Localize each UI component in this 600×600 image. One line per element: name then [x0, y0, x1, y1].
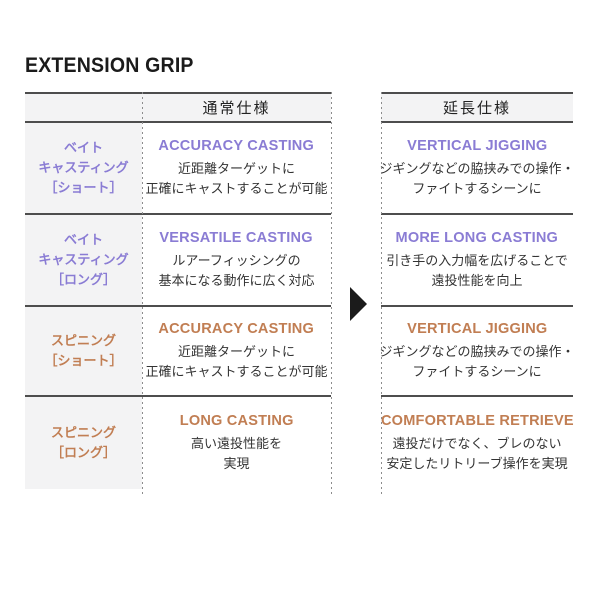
row-label-line: ［ロング］	[50, 445, 116, 460]
cell-description-line: 引き手の入力幅を広げることで	[386, 253, 568, 268]
header-label-cell	[25, 92, 142, 123]
dotted-divider-normal-right	[331, 92, 332, 497]
cell-heading: MORE LONG CASTING	[395, 229, 559, 246]
cell-normal-spinning-long: LONG CASTING 高い遠投性能を 実現	[142, 395, 331, 489]
cell-description-line: ファイトするシーンに	[412, 364, 542, 379]
cell-description-line: 安定したリトリーブ操作を実現	[386, 456, 568, 471]
header-gap-cell	[331, 92, 381, 123]
row-label-line: ベイト	[63, 140, 103, 155]
cell-normal-bait-short: ACCURACY CASTING 近距離ターゲットに 正確にキャストすることが可…	[142, 123, 331, 213]
cell-description-line: 基本になる動作に広く対応	[158, 273, 315, 288]
cell-description-line: ルアーフィッシングの	[172, 253, 301, 268]
right-arrow-icon	[350, 287, 367, 321]
row-label-line: ［ショート］	[44, 353, 123, 368]
cell-description-line: 実現	[223, 456, 250, 471]
header-extended-spec: 延長仕様	[381, 92, 573, 123]
header-normal-spec: 通常仕様	[142, 92, 331, 123]
row-label-bait-long: ベイト キャスティング ［ロング］	[25, 213, 142, 305]
column-header-extended: 延長仕様	[442, 100, 511, 117]
cell-description-line: 遠投だけでなく、ブレのない	[392, 436, 562, 451]
row-label-line: スピニング	[50, 425, 116, 440]
cell-normal-spinning-short: ACCURACY CASTING 近距離ターゲットに 正確にキャストすることが可…	[142, 305, 331, 395]
cell-description-line: ジギングなどの脇挟みでの操作・	[379, 161, 575, 176]
cell-extended-spinning-short: VERTICAL JIGGING ジギングなどの脇挟みでの操作・ ファイトするシ…	[379, 305, 575, 395]
cell-description-line: 近距離ターゲットに	[177, 344, 295, 359]
row-label-line: キャスティング	[38, 252, 129, 267]
cell-description-line: ジギングなどの脇挟みでの操作・	[379, 344, 575, 359]
gap-cell	[331, 123, 381, 213]
cell-extended-bait-short: VERTICAL JIGGING ジギングなどの脇挟みでの操作・ ファイトするシ…	[379, 123, 575, 213]
cell-description-line: 遠投性能を向上	[431, 273, 523, 288]
cell-heading: LONG CASTING	[179, 412, 294, 429]
comparison-table: 通常仕様 延長仕様 ベイト キャスティング ［ショート］ ACCURACY CA…	[25, 92, 575, 489]
row-label-spinning-long: スピニング ［ロング］	[25, 395, 142, 489]
cell-description-line: 高い遠投性能を	[190, 436, 282, 451]
cell-extended-spinning-long: COMFORTABLE RETRIEVE 遠投だけでなく、ブレのない 安定したリ…	[381, 395, 573, 489]
dotted-divider-labels	[142, 92, 143, 497]
row-label-line: キャスティング	[38, 160, 129, 175]
cell-heading: VERTICAL JIGGING	[406, 137, 548, 154]
row-label-line: スピニング	[50, 333, 116, 348]
column-header-normal: 通常仕様	[202, 100, 271, 117]
row-label-line: ベイト	[63, 232, 103, 247]
page-title: EXTENSION GRIP	[25, 54, 194, 77]
cell-heading: ACCURACY CASTING	[158, 320, 315, 337]
dotted-divider-extended-left	[381, 92, 382, 497]
cell-description-line: 正確にキャストすることが可能	[145, 181, 328, 196]
cell-heading: VERTICAL JIGGING	[406, 320, 548, 337]
cell-description-line: ファイトするシーンに	[412, 181, 542, 196]
cell-heading: ACCURACY CASTING	[158, 137, 315, 154]
cell-heading: COMFORTABLE RETRIEVE	[380, 412, 574, 429]
cell-heading: VERSATILE CASTING	[159, 229, 314, 246]
row-label-line: ［ロング］	[50, 272, 116, 287]
cell-extended-bait-long: MORE LONG CASTING 引き手の入力幅を広げることで 遠投性能を向上	[381, 213, 573, 305]
cell-description-line: 近距離ターゲットに	[177, 161, 295, 176]
row-label-bait-short: ベイト キャスティング ［ショート］	[25, 123, 142, 213]
cell-normal-bait-long: VERSATILE CASTING ルアーフィッシングの 基本になる動作に広く対…	[142, 213, 331, 305]
cell-description-line: 正確にキャストすることが可能	[145, 364, 328, 379]
gap-cell	[331, 395, 381, 489]
row-label-spinning-short: スピニング ［ショート］	[25, 305, 142, 395]
row-label-line: ［ショート］	[44, 180, 123, 195]
